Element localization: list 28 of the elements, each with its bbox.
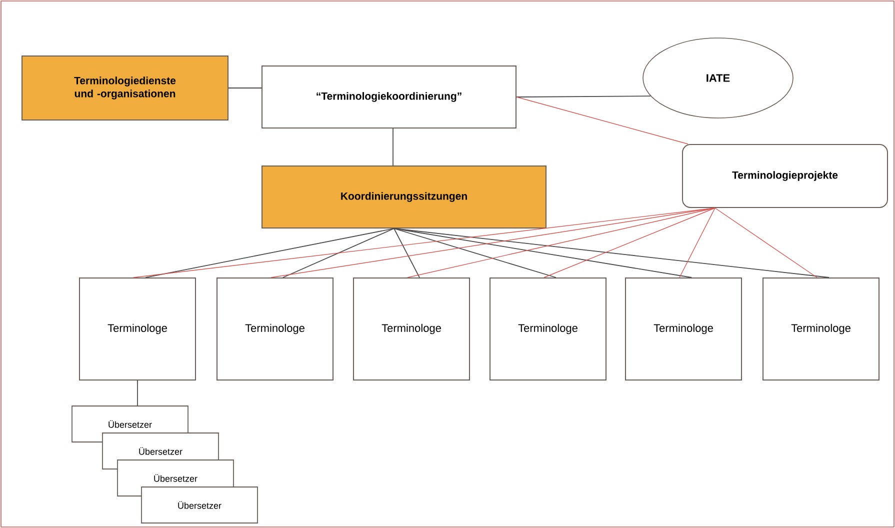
- connector-line: [394, 228, 556, 278]
- connector-line: [544, 208, 716, 278]
- process-box: Terminologe: [490, 278, 606, 380]
- connector-line: [145, 228, 394, 278]
- connector-line: [714, 208, 818, 278]
- connector-line: [516, 96, 652, 98]
- connector-line: [133, 208, 716, 278]
- highlighted-box: Terminologiedienste und -organisationen: [22, 56, 228, 120]
- connector-line: [282, 228, 394, 278]
- process-box: Terminologe: [353, 278, 470, 380]
- process-box: “Terminologiekoordinierung”: [262, 66, 516, 128]
- connector-line: [270, 208, 716, 278]
- ellipse-node: IATE: [642, 38, 794, 118]
- process-box: Terminologe: [216, 278, 334, 380]
- connector-line: [394, 228, 420, 278]
- process-box: Terminologe: [762, 278, 880, 380]
- rounded-box: Terminologieprojekte: [682, 144, 888, 208]
- process-box: Terminologe: [79, 278, 196, 380]
- connector-line: [516, 96, 688, 144]
- stacked-box: Übersetzer: [141, 486, 258, 524]
- connector-line: [407, 208, 716, 278]
- highlighted-box: Koordinierungssitzungen: [262, 166, 546, 228]
- connector-line: [137, 380, 138, 406]
- process-box: Terminologe: [625, 278, 742, 380]
- connector-line: [394, 228, 830, 278]
- connector-line: [394, 228, 692, 278]
- connector-line: [679, 208, 716, 278]
- connector-line: [392, 128, 394, 166]
